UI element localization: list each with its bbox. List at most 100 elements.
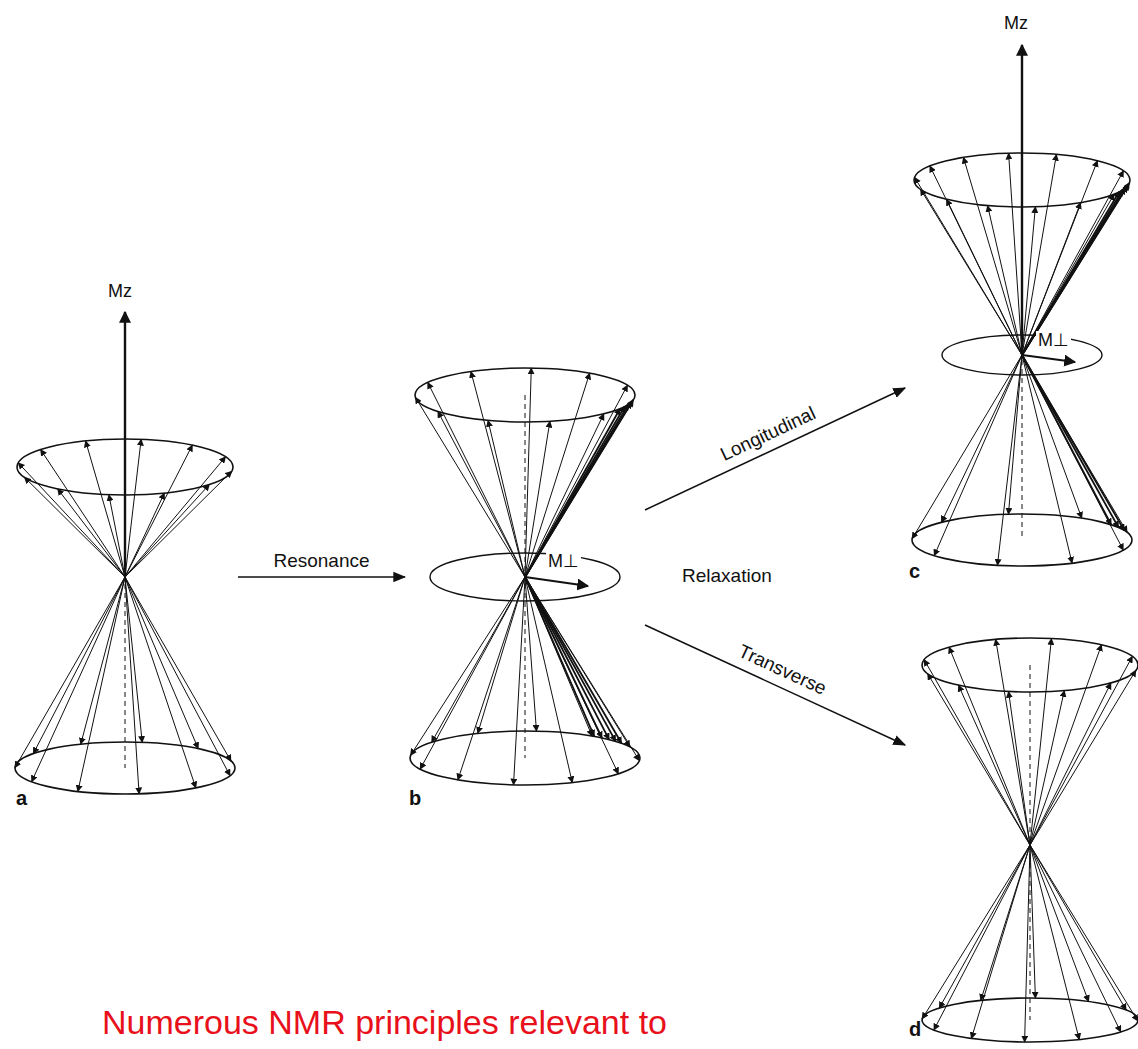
spin-cone xyxy=(922,845,1138,1042)
spin-vector xyxy=(525,577,572,783)
spin-vector xyxy=(915,177,1022,355)
spin-vector xyxy=(1030,845,1126,1010)
spin-vector xyxy=(1022,207,1035,355)
phased-spin-vector xyxy=(1022,186,1127,355)
spin-vector xyxy=(525,577,630,747)
spin-cone xyxy=(415,368,635,577)
spin-vector xyxy=(125,457,226,577)
spin-vector xyxy=(996,639,1030,845)
arrow-label: Transverse xyxy=(732,640,832,701)
phased-spin-vector xyxy=(1022,192,1119,355)
spin-vector xyxy=(1030,845,1121,1032)
spin-vector xyxy=(428,382,525,577)
spin-vector xyxy=(1030,845,1035,998)
axis-label: Mz xyxy=(1002,14,1030,34)
spin-vector xyxy=(1030,845,1138,1021)
spin-vector xyxy=(125,577,198,749)
spin-vector xyxy=(125,577,231,761)
panel-figure: c xyxy=(905,150,1133,585)
spin-vector xyxy=(928,674,1030,845)
spin-vector xyxy=(525,577,618,774)
spin-vector xyxy=(949,647,1030,845)
spin-vector xyxy=(934,355,1022,556)
process-label: Relaxation xyxy=(680,566,774,587)
spin-vector xyxy=(1030,691,1064,845)
spin-vector xyxy=(24,477,125,577)
mz-vector xyxy=(124,312,126,577)
spin-vector xyxy=(471,371,525,577)
cone-rim xyxy=(922,998,1138,1042)
spin-vector xyxy=(1030,845,1079,1040)
spin-vector xyxy=(415,397,525,577)
spin-vector xyxy=(941,355,1022,522)
spin-cone xyxy=(922,638,1138,845)
spin-vector xyxy=(58,489,125,577)
axis-label: Mz xyxy=(106,282,134,302)
spin-vector xyxy=(15,577,125,768)
spin-vector xyxy=(1008,355,1022,514)
spin-vector xyxy=(981,845,1030,1000)
spin-vector xyxy=(32,577,125,782)
spin-vector xyxy=(1030,683,1111,845)
cone-rim xyxy=(15,742,235,794)
spin-vector xyxy=(438,411,525,577)
spin-vector xyxy=(1022,171,1123,355)
caption-fragment: Numerous NMR principles relevant to xyxy=(100,1004,669,1041)
spin-vector xyxy=(125,577,139,794)
panel-figure: a xyxy=(12,440,238,812)
spin-vector xyxy=(1030,645,1102,845)
cone-rim xyxy=(415,368,635,422)
phased-spin-vector xyxy=(1022,355,1124,530)
spin-vector xyxy=(1022,355,1082,518)
cones xyxy=(15,45,1138,1042)
spin-vector xyxy=(1022,161,1097,355)
spin-vector xyxy=(525,368,531,577)
spin-vector xyxy=(125,577,230,776)
spin-vector xyxy=(963,157,1022,355)
spin-vector xyxy=(125,445,192,577)
spin-vector xyxy=(432,577,525,742)
spin-cone xyxy=(912,355,1132,566)
process-arrow xyxy=(238,576,405,578)
spin-vector xyxy=(411,577,525,755)
process-arrow xyxy=(645,388,905,510)
spin-vector xyxy=(1022,355,1072,563)
spin-vector xyxy=(997,355,1022,565)
spin-cone xyxy=(15,577,235,794)
spin-vector xyxy=(934,845,1030,1030)
spin-vector xyxy=(525,385,628,577)
panel-figure: d xyxy=(905,635,1133,1043)
spin-vector xyxy=(125,484,209,577)
spin-cone xyxy=(410,577,640,785)
cone-rim xyxy=(922,638,1138,692)
spin-vector xyxy=(1030,656,1132,845)
spin-vector xyxy=(930,166,1022,355)
phased-spin-vector xyxy=(1022,188,1125,355)
spin-vector xyxy=(86,441,125,577)
cone-rim xyxy=(912,514,1132,566)
phased-spin-vector xyxy=(525,400,633,577)
spin-vector xyxy=(81,577,125,744)
mperp-vector xyxy=(525,577,588,586)
spin-vector xyxy=(41,450,125,577)
spin-vector xyxy=(1022,355,1123,550)
spin-vector xyxy=(922,845,1030,1019)
spin-vector xyxy=(1025,845,1030,1042)
panel-figure: b xyxy=(405,365,645,812)
phased-spin-vector xyxy=(525,404,628,577)
mz-vector xyxy=(1021,45,1023,355)
spin-vector xyxy=(125,439,141,577)
spin-vector xyxy=(1009,153,1022,355)
panel-letter: c xyxy=(909,560,920,583)
spin-vector xyxy=(78,577,125,791)
transverse-plane xyxy=(430,553,620,601)
phased-spin-vector xyxy=(1022,184,1129,355)
vector-label: M⊥ xyxy=(546,552,581,572)
spin-vector xyxy=(525,577,639,761)
phased-spin-vector xyxy=(525,402,631,577)
spin-vector xyxy=(1030,845,1089,1002)
panel-letter: b xyxy=(409,787,421,810)
